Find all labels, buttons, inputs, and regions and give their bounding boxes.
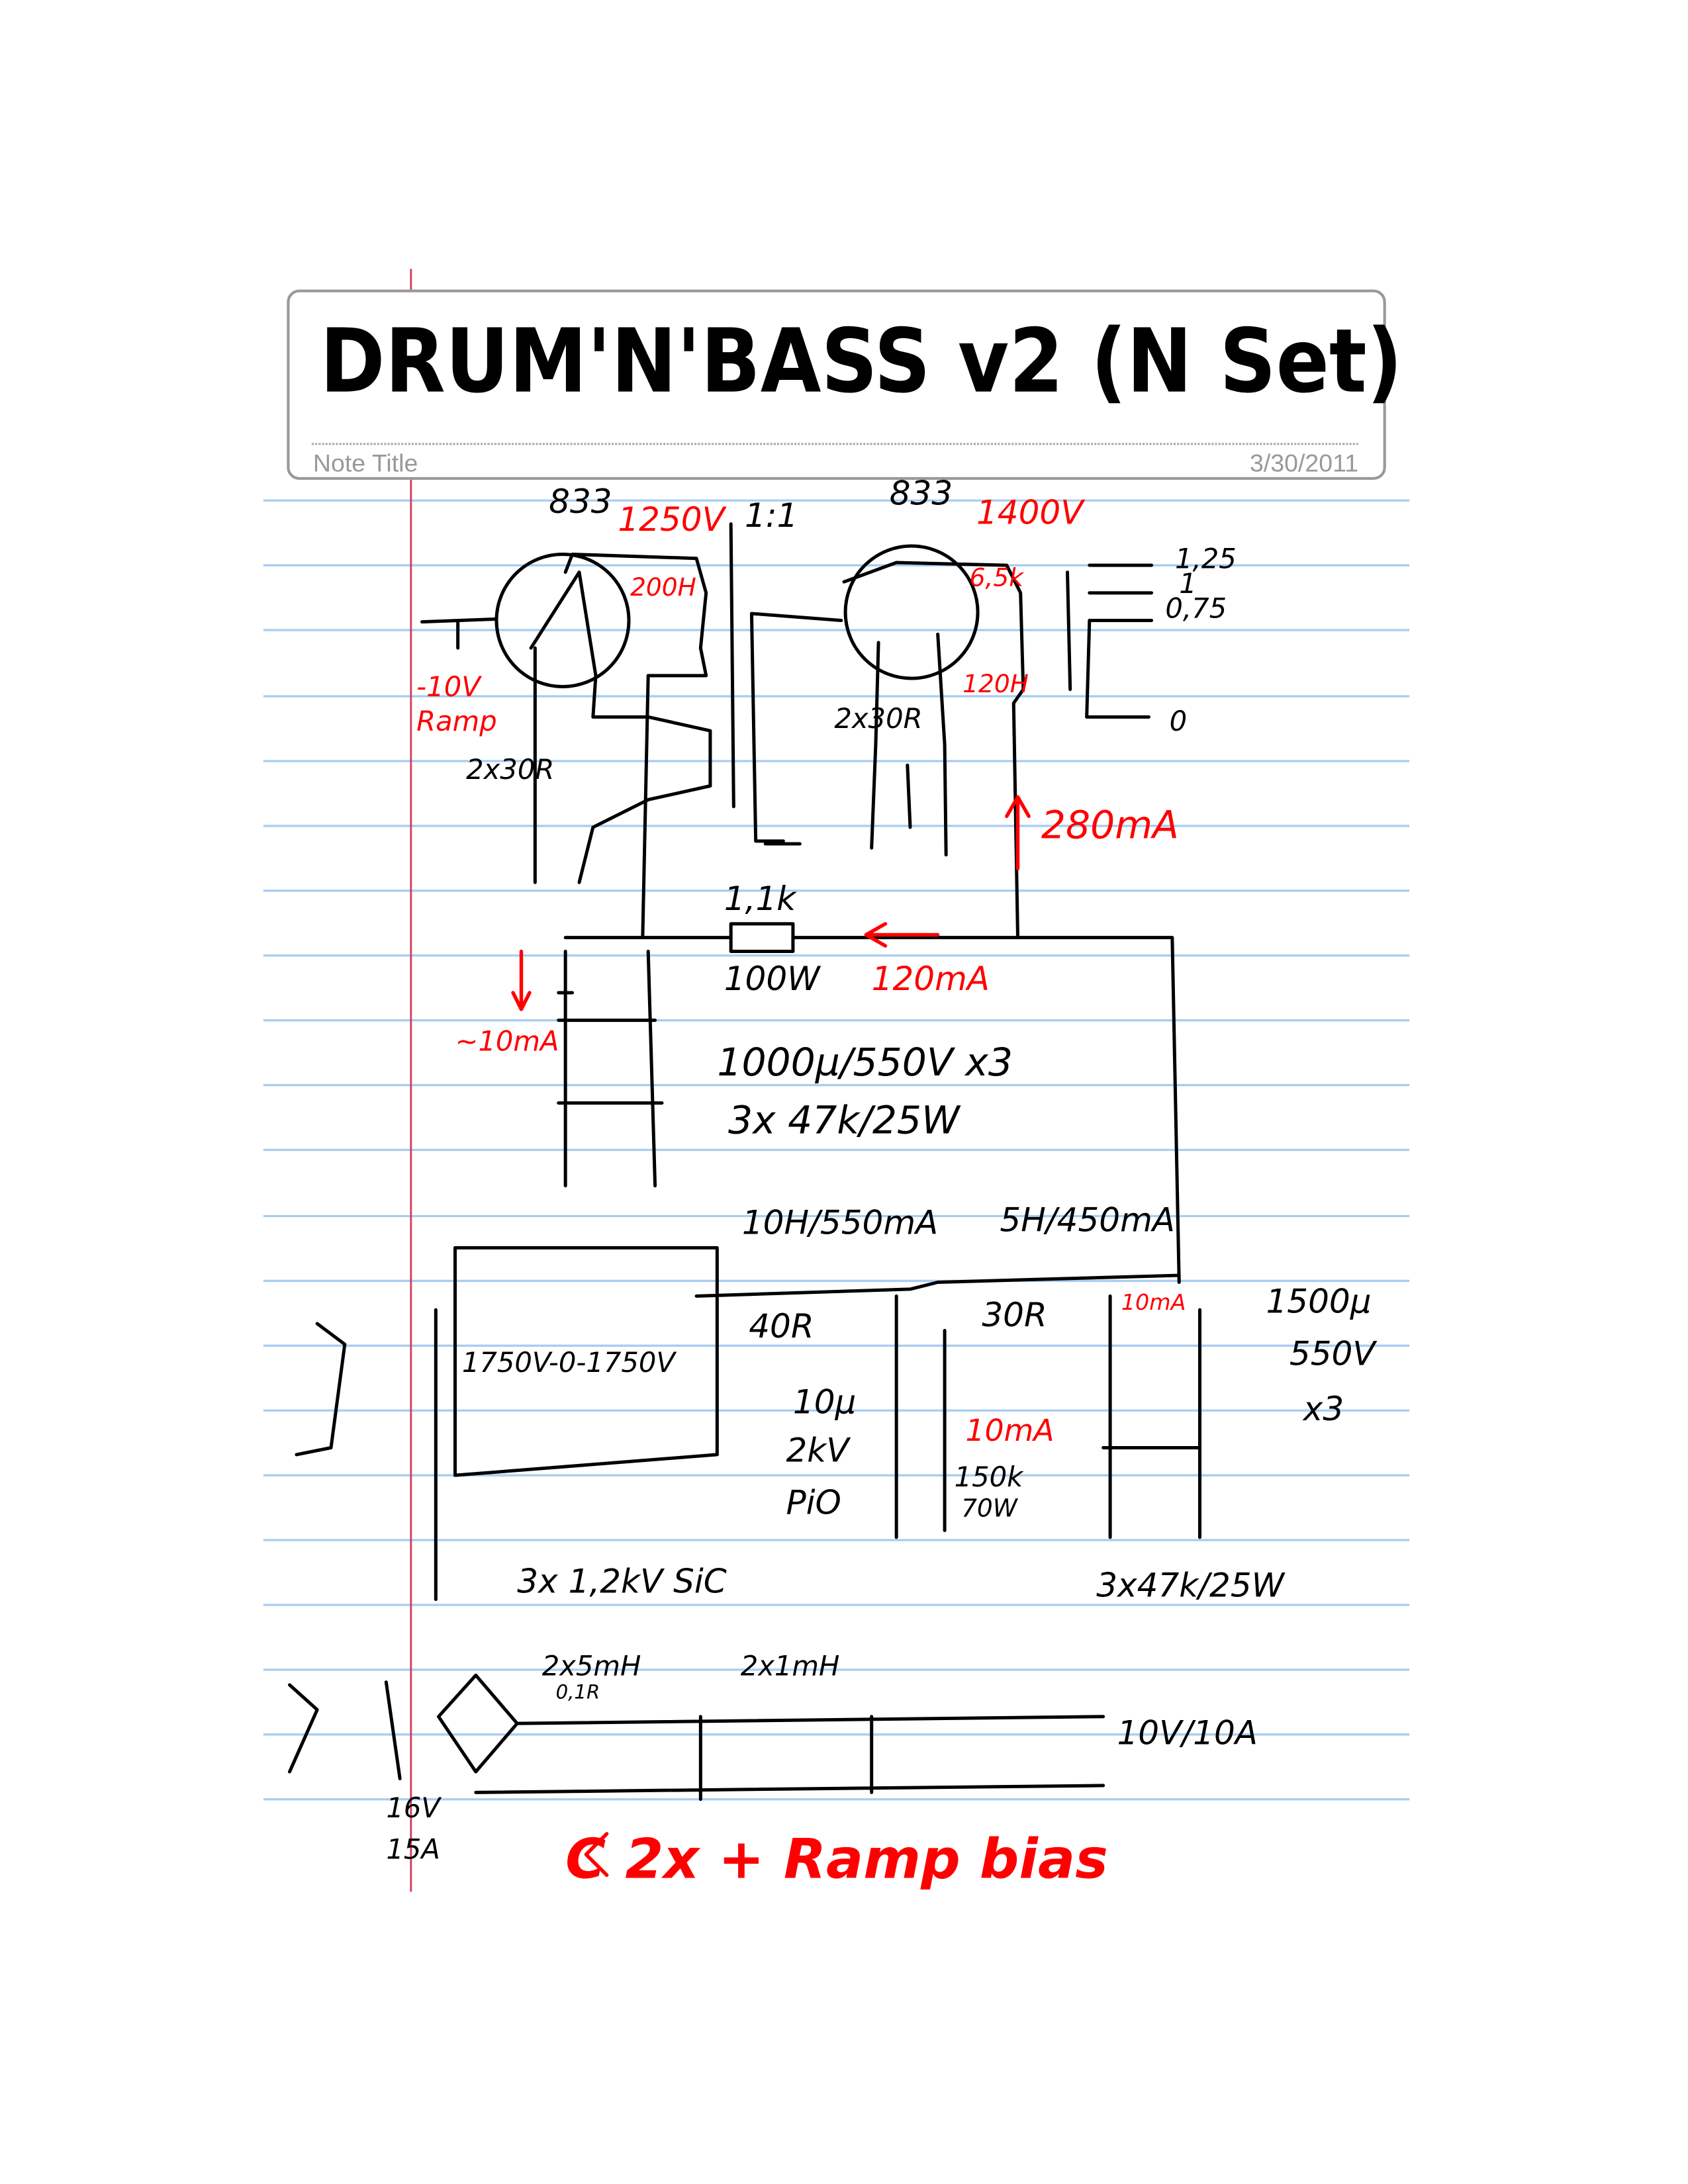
redo-arrow-icon (584, 1832, 609, 1878)
cathode-r1-label: 2x30R (466, 753, 554, 786)
note-title-label: Note Title (313, 449, 418, 477)
current-main-label: 280mA (1041, 803, 1179, 848)
current-arrow-icon (864, 922, 940, 948)
bleeders-label: 3x 47k/25W (728, 1097, 961, 1142)
choke1-label: 200H (630, 572, 696, 602)
pi-r-power-label: 70W (961, 1494, 1019, 1523)
ratio-label: 1:1 (745, 496, 798, 535)
pi-cap-v-label: 2kV (786, 1431, 852, 1469)
current-bleed-label: ~10mA (455, 1025, 559, 1058)
caps-label: 1000µ/550V x3 (717, 1040, 1013, 1085)
current-arrow-icon (511, 949, 532, 1011)
tube1-voltage-label: 1250V (618, 500, 727, 539)
fil-output-label: 10V/10A (1117, 1713, 1258, 1752)
choke2-h-label: 120H (962, 669, 1029, 698)
bias-label: -10V (416, 670, 482, 703)
fil-choke-a-label: 2x5mH (542, 1649, 641, 1682)
current-right-label: 10mA (1121, 1289, 1186, 1315)
transformer-label: 1750V-0-1750V (462, 1346, 677, 1379)
tube1-label: 833 (549, 482, 612, 521)
note-date: 3/30/2011 (1250, 449, 1358, 477)
choke-a-r-label: 40R (749, 1307, 814, 1345)
title-box: DRUM'N'BASS v2 (N Set) Note Title 3/30/2… (287, 289, 1403, 480)
pi-r-label: 150k (955, 1461, 1025, 1493)
tap-label: 0 (1170, 705, 1188, 737)
cap-right-v-label: 550V (1289, 1335, 1378, 1373)
tube2-voltage-label: 1400V (976, 494, 1086, 532)
pi-cap-label: 10µ (793, 1383, 856, 1421)
diodes-label: 3x 1,2kV SiC (517, 1562, 726, 1600)
pi-cap-type-label: PiO (786, 1484, 841, 1522)
fil-transformer-v-label: 16V (386, 1792, 442, 1824)
choke-b-label: 5H/450mA (1000, 1201, 1175, 1239)
tap-label: 1,25 (1175, 542, 1237, 574)
series-r-label: 1,1k (724, 880, 798, 918)
cathode-r2-label: 2x30R (834, 702, 922, 735)
choke-b-r-label: 30R (982, 1296, 1047, 1334)
page-title: DRUM'N'BASS v2 (N Set) (320, 310, 1402, 413)
ruled-lines (263, 499, 1410, 1801)
tap-label: 0,75 (1165, 592, 1227, 624)
tap-label: 1 (1179, 567, 1197, 600)
footer-note: C 2x + Ramp bias (565, 1827, 1108, 1891)
series-r-power-label: 100W (724, 960, 821, 998)
choke-a-label: 10H/550mA (742, 1204, 938, 1242)
current-arrow-icon (1005, 795, 1031, 871)
current-pi-label: 10mA (965, 1412, 1054, 1448)
output-stage-schematic (288, 522, 1202, 1878)
current-series-label: 120mA (872, 960, 990, 998)
cap-right-n-label: x3 (1302, 1390, 1344, 1428)
cap-right-label: 1500µ (1266, 1282, 1372, 1320)
fil-transformer-a-label: 15A (386, 1833, 440, 1865)
tube2-label: 833 (890, 475, 953, 513)
fil-choke-a-r-label: 0,1R (556, 1681, 600, 1704)
choke2-label: 6,5k (970, 563, 1025, 592)
fil-choke-b-label: 2x1mH (741, 1649, 840, 1682)
bleeders-right-label: 3x47k/25W (1096, 1567, 1285, 1605)
bias-note-label: Ramp (416, 705, 497, 737)
